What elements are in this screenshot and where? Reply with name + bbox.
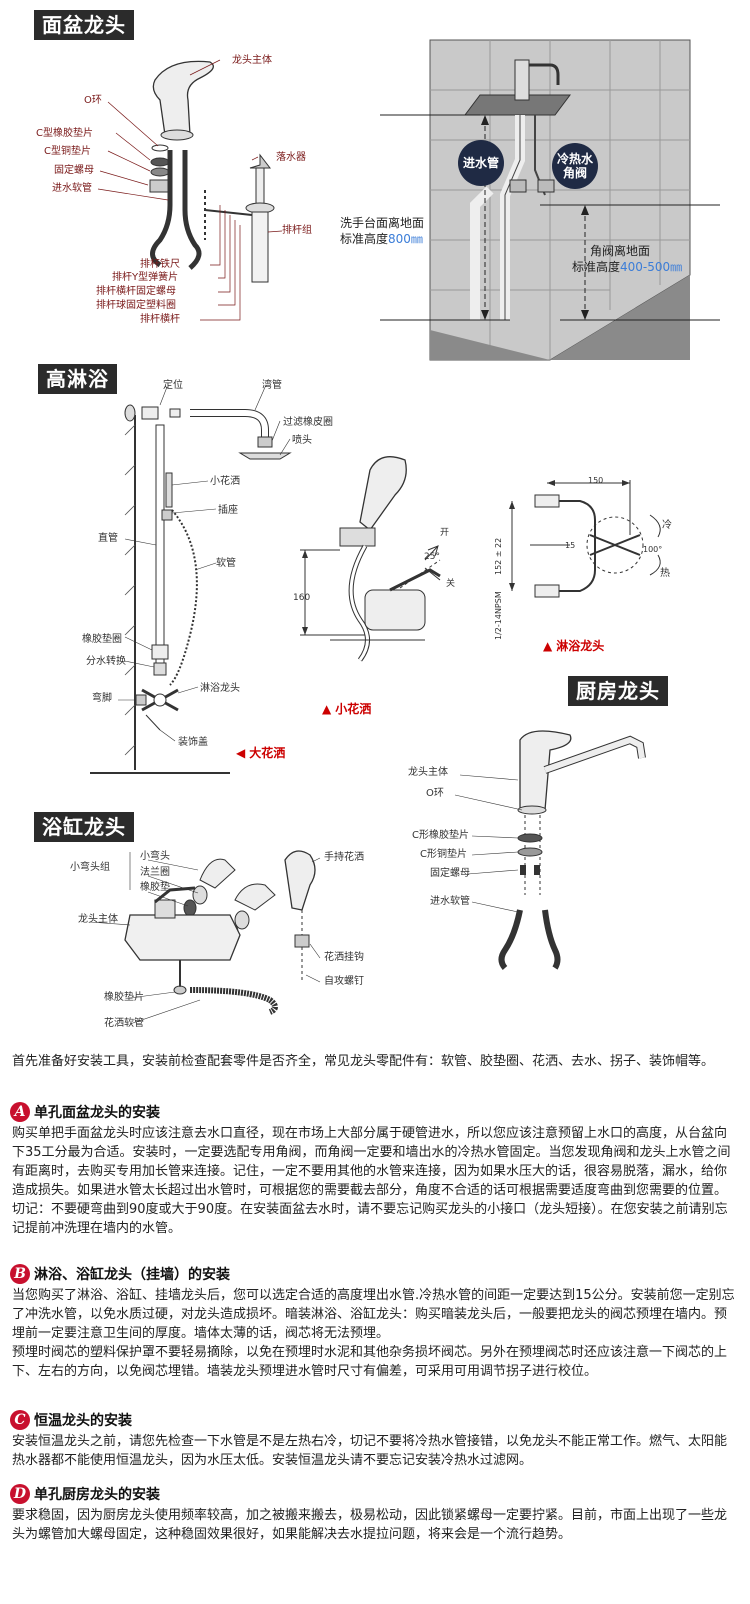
label-basin-rod-ring: 排杆球固定塑料圈 — [96, 300, 176, 311]
paragraph-d: 要求稳固，因为厨房龙头使用频率较高，加之被搬来搬去，极易松动，因此锁紧螺母一定要… — [12, 1508, 728, 1542]
badge-d: D — [10, 1484, 30, 1504]
label-basin-c-rubber: C型橡胶垫片 — [36, 128, 93, 139]
label-cold: 冷 — [662, 520, 672, 531]
caption-shower-tap: 淋浴龙头 — [543, 637, 604, 654]
bathtub-faucet-diagram — [89, 850, 321, 1025]
label-shower-filter: 过滤橡皮圈 — [283, 417, 333, 428]
label-shower-seat: 插座 — [218, 505, 238, 516]
heading-a-title: 单孔面盆龙头的安装 — [34, 1105, 160, 1121]
callout-inlet-pipe: 进水管 — [458, 140, 504, 186]
label-shower-diverter: 分水转换 — [86, 656, 126, 667]
label-bath-hose: 花洒软管 — [104, 1018, 144, 1029]
label-basin-rod-nut: 排杆横杆固定螺母 — [96, 286, 176, 297]
label-angle-100: 100° — [643, 545, 663, 554]
heading-c: C 恒温龙头的安装 — [10, 1410, 132, 1430]
label-shower-pipe: 直管 — [98, 533, 118, 544]
label-kitchen-nut: 固定螺母 — [430, 868, 470, 879]
label-kitchen-body: 龙头主体 — [408, 767, 448, 778]
label-bath-body: 龙头主体 — [78, 914, 118, 925]
heading-d: D 单孔厨房龙头的安装 — [10, 1484, 160, 1504]
label-shower-tap: 淋浴龙头 — [200, 683, 240, 694]
basin-faucet-diagram — [97, 59, 283, 321]
label-shower-hose: 软管 — [216, 558, 236, 569]
label-basin-hose: 进水软管 — [52, 183, 92, 194]
badge-b: B — [10, 1264, 30, 1284]
caption-big-shower: 大花洒 — [236, 744, 285, 761]
label-bath-hook: 花洒挂钩 — [324, 952, 364, 963]
label-bath-hand-shower: 手持花洒 — [324, 852, 364, 863]
label-angle: 25° — [424, 552, 440, 562]
label-kitchen-hose: 进水软管 — [430, 896, 470, 907]
callout-angle-valve: 冷热水角阀 — [552, 143, 598, 189]
label-height-160: 160 — [293, 593, 311, 603]
label-basin-body: 龙头主体 — [232, 55, 272, 66]
section-title-bathtub: 浴缸龙头 — [34, 812, 134, 842]
label-dim-152: 152 ± 22 — [494, 537, 503, 575]
heading-b-title: 淋浴、浴缸龙头（挂墙）的安装 — [34, 1267, 230, 1283]
section-title-shower: 高淋浴 — [38, 364, 117, 394]
badge-a: A — [10, 1102, 30, 1122]
kitchen-faucet-diagram — [454, 730, 646, 970]
paragraph-a: 购买单把手面盆龙头时应该注意去水口直径，现在市场上大部分属于硬管进水，所以您应该… — [12, 1126, 731, 1236]
dim-countertop-height: 洗手台面离地面 标准高度800㎜ — [340, 216, 425, 246]
label-kitchen-o-ring: O环 — [426, 788, 444, 799]
shower-tap-dimension-diagram — [509, 480, 661, 598]
label-basin-rod-iron: 排杆铁尺 — [140, 259, 180, 270]
label-dim-thread: 1/2-14NPSM — [494, 591, 503, 640]
label-bath-screw: 自攻螺钉 — [324, 976, 364, 987]
small-shower-side-diagram — [300, 456, 441, 662]
label-bath-small-elbow: 小弯头 — [140, 851, 170, 862]
paragraph-b: 当您购买了淋浴、浴缸、挂墙龙头后，您可以选定合适的高度埋出水管.冷热水管的间距一… — [12, 1288, 735, 1379]
heading-c-title: 恒温龙头的安装 — [34, 1413, 132, 1429]
heading-d-title: 单孔厨房龙头的安装 — [34, 1487, 160, 1503]
heading-a: A 单孔面盆龙头的安装 — [10, 1102, 160, 1122]
label-basin-rod-spring: 排杆Y型弹簧片 — [112, 272, 179, 283]
label-bath-group: 小弯头组 — [70, 862, 110, 873]
label-basin-rod-bar: 排杆横杆 — [140, 314, 180, 325]
label-dim-15: 15 — [565, 541, 576, 550]
section-title-basin: 面盆龙头 — [34, 10, 134, 40]
heading-b: B 淋浴、浴缸龙头（挂墙）的安装 — [10, 1264, 230, 1284]
label-shower-small: 小花洒 — [210, 476, 240, 487]
label-dim-150: 150 — [588, 476, 604, 485]
section-title-kitchen: 厨房龙头 — [568, 676, 668, 706]
label-bath-gasket: 橡胶垫片 — [104, 992, 144, 1003]
label-bath-rubber: 橡胶垫 — [140, 882, 170, 893]
badge-c: C — [10, 1410, 30, 1430]
label-basin-o-ring: O环 — [84, 95, 102, 106]
label-shower-bend-foot: 弯脚 — [92, 693, 112, 704]
label-shower-nozzle: 喷头 — [292, 435, 312, 446]
wall-installation-diagram — [380, 39, 720, 361]
label-shower-cap: 装饰盖 — [178, 737, 208, 748]
label-basin-c-copper: C型铜垫片 — [44, 146, 91, 157]
label-kitchen-c-copper: C形铜垫片 — [420, 849, 467, 860]
label-open: 开 — [440, 528, 450, 538]
intro-paragraph: 首先准备好安装工具，安装前检查配套零件是否齐全，常见龙头零配件有：软管、胶垫圈、… — [12, 1054, 715, 1069]
label-hot: 热 — [660, 568, 670, 579]
label-kitchen-c-rubber: C形橡胶垫片 — [412, 830, 469, 841]
label-basin-nut: 固定螺母 — [54, 165, 94, 176]
label-bath-flange: 法兰圈 — [140, 867, 170, 878]
shower-column-diagram — [90, 384, 292, 774]
label-basin-rod-group: 排杆组 — [282, 225, 312, 236]
label-close: 关 — [446, 579, 456, 589]
label-basin-drain: 落水器 — [276, 152, 306, 163]
label-shower-elbow: 湾管 — [262, 380, 282, 391]
label-shower-rubber-ring: 橡胶垫圈 — [82, 634, 122, 645]
caption-small-shower: 小花洒 — [322, 700, 371, 717]
label-shower-position: 定位 — [163, 380, 183, 391]
dim-valve-height: 角阀离地面 标准高度400-500㎜ — [572, 244, 683, 274]
paragraph-c: 安装恒温龙头之前，请您先检查一下水管是不是左热右冷，切记不要将冷热水管接错，以免… — [12, 1434, 728, 1468]
